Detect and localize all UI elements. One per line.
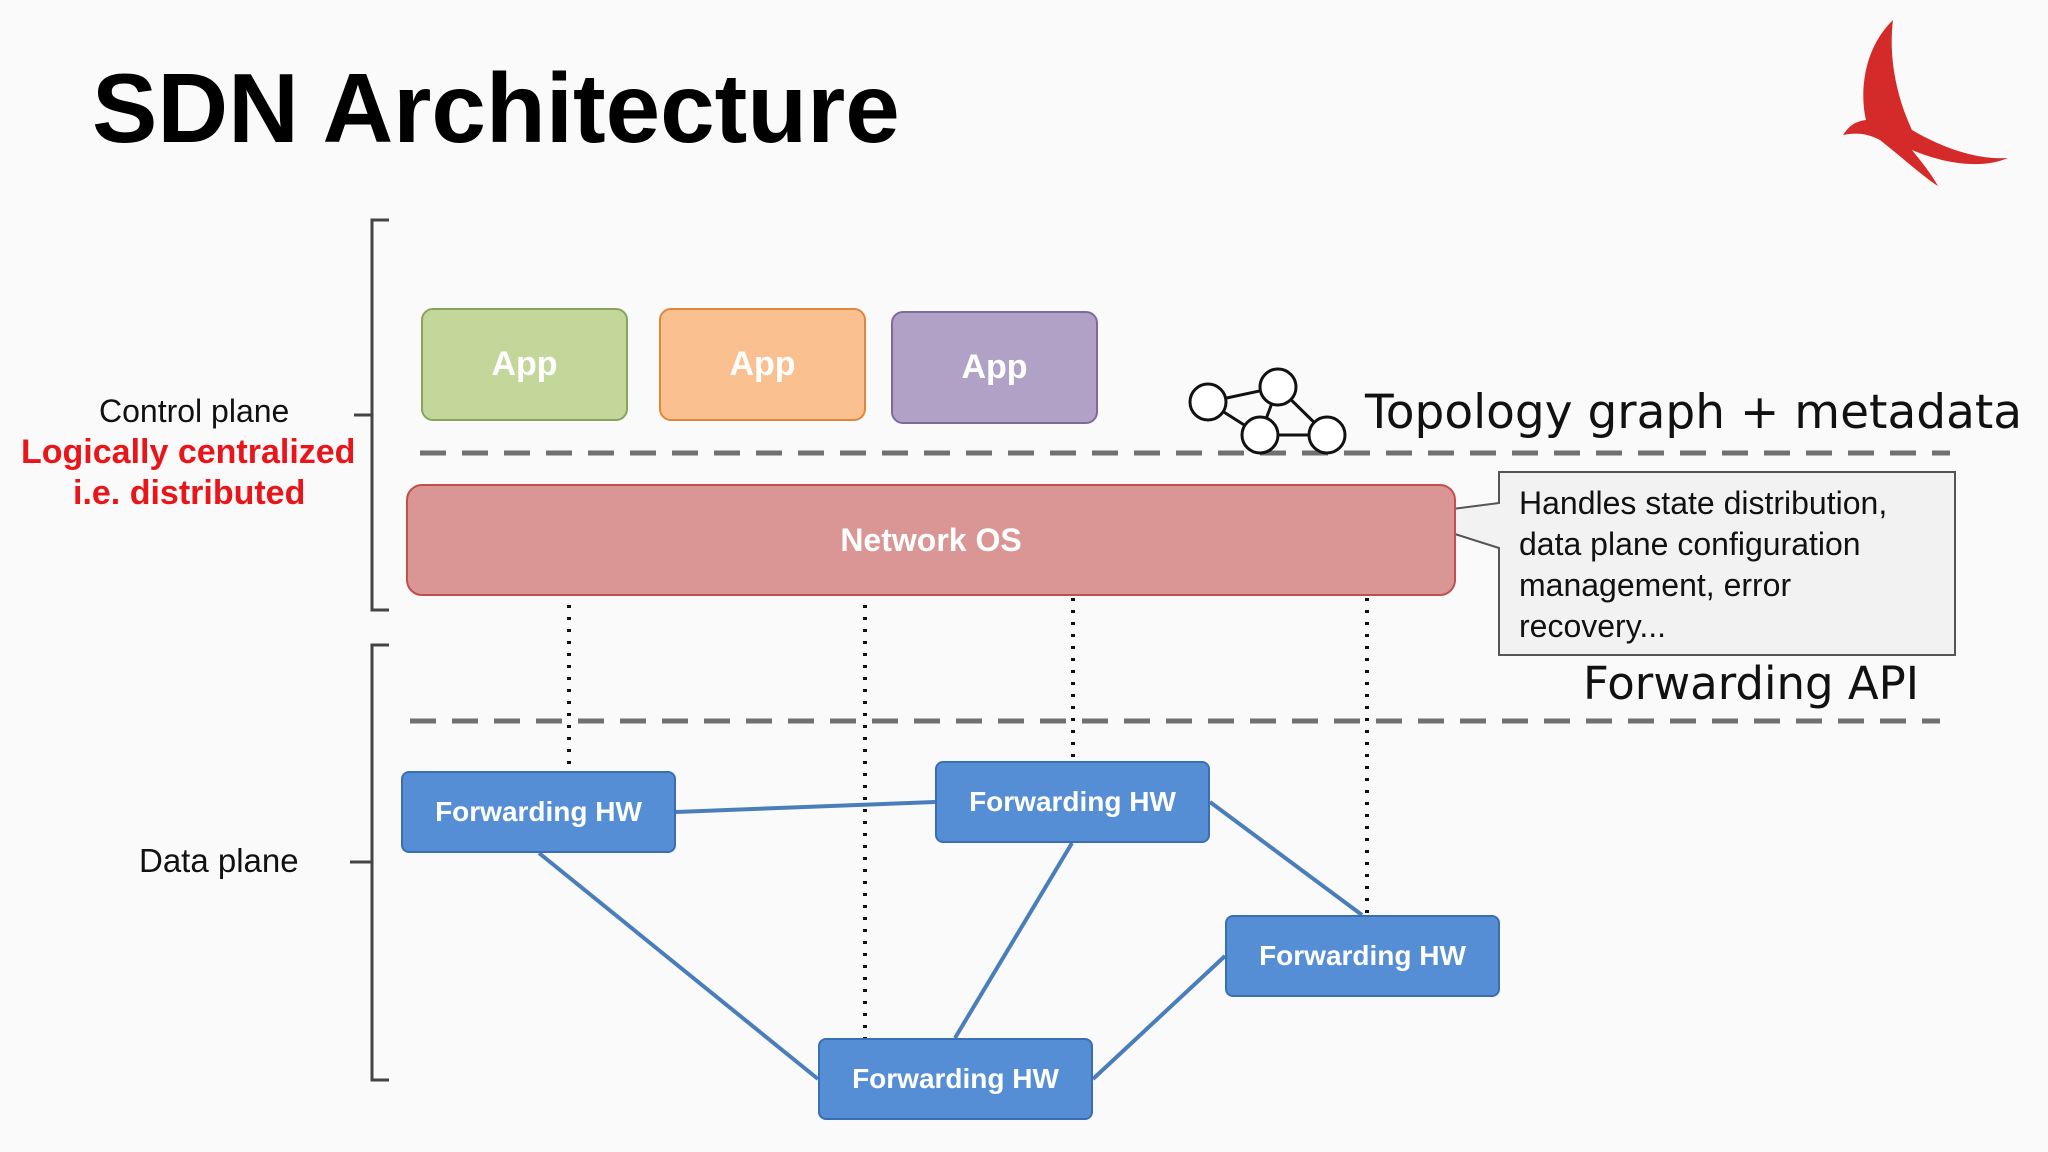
graph-icon [1188, 367, 1347, 455]
app-box: App [659, 308, 866, 421]
bird-logo-icon [1843, 20, 2008, 186]
forwarding-hw-box: Forwarding HW [818, 1038, 1093, 1120]
callout-line: management, error [1519, 567, 1792, 603]
hw-link [675, 800, 936, 814]
app-box: App [421, 308, 628, 421]
control-plane-bracket [354, 218, 389, 612]
hw-link [1091, 954, 1227, 1081]
callout-text: Handles state distribution, data plane c… [1519, 483, 1887, 647]
control-plane-label: Control plane [99, 393, 290, 429]
data-plane-bracket [350, 643, 389, 1082]
topology-label: Topology graph + metadata [1365, 385, 2023, 440]
callout-line: recovery... [1519, 608, 1666, 644]
hw-link [953, 841, 1074, 1040]
logically-centralized-note: Logically centralized [21, 433, 356, 471]
callout-line: data plane configuration [1519, 526, 1861, 562]
slide-title: SDN Architecture [92, 53, 900, 163]
forwarding-hw-box: Forwarding HW [401, 771, 676, 853]
forwarding-api-label: Forwarding API [1583, 657, 1920, 710]
callout-line: Handles state distribution, [1519, 485, 1888, 521]
data-plane-label: Data plane [139, 842, 299, 879]
app-box: App [891, 311, 1098, 424]
distributed-note: i.e. distributed [73, 474, 306, 512]
forwarding-hw-box: Forwarding HW [1225, 915, 1500, 997]
forwarding-hw-box: Forwarding HW [935, 761, 1210, 843]
hw-link [537, 851, 820, 1081]
hw-link [1208, 800, 1364, 917]
network-os-box: Network OS [406, 484, 1456, 596]
callout-shape [1397, 471, 1956, 656]
